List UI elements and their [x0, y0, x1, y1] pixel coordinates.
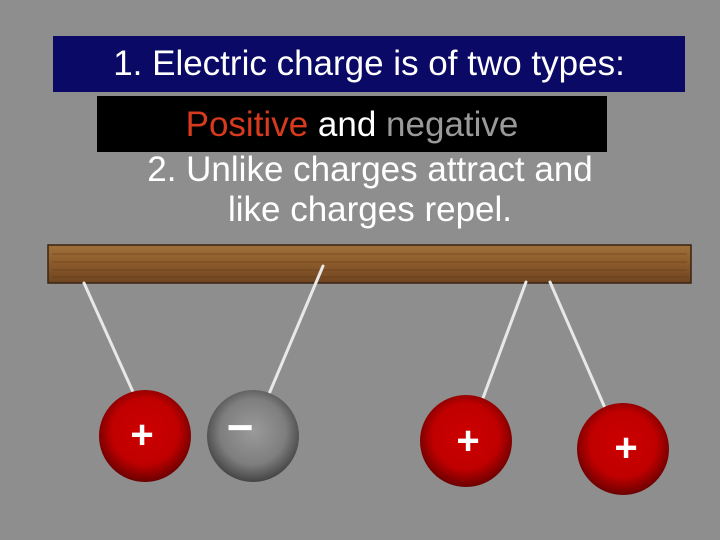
point-two-line2: like charges repel. [227, 190, 513, 229]
ball-positive-3 [577, 403, 669, 495]
word-negative: negative [386, 105, 519, 144]
thread-1 [82, 281, 135, 394]
wood-grain [52, 253, 687, 278]
plus-sign-icon: + [130, 413, 154, 457]
subtitle-box [97, 96, 607, 152]
slide-title: 1. Electric charge is of two types: [113, 44, 625, 83]
thread-2 [267, 264, 325, 396]
thread-3 [481, 280, 528, 400]
ball-negative [207, 390, 299, 482]
title-box [53, 36, 685, 92]
subtitle: Positive and negative [97, 102, 607, 148]
word-and: and [317, 105, 377, 144]
minus-sign-icon: − [226, 401, 254, 453]
point-two: 2. Unlike charges attract and like charg… [60, 150, 680, 230]
plus-sign-icon: + [456, 419, 480, 463]
word-positive: Positive [185, 105, 309, 144]
ball-positive-1 [99, 390, 191, 482]
ball-positive-2 [420, 395, 512, 487]
point-two-line1: 2. Unlike charges attract and [147, 150, 593, 189]
plus-sign-icon: + [614, 426, 638, 470]
thread-4 [548, 280, 607, 410]
